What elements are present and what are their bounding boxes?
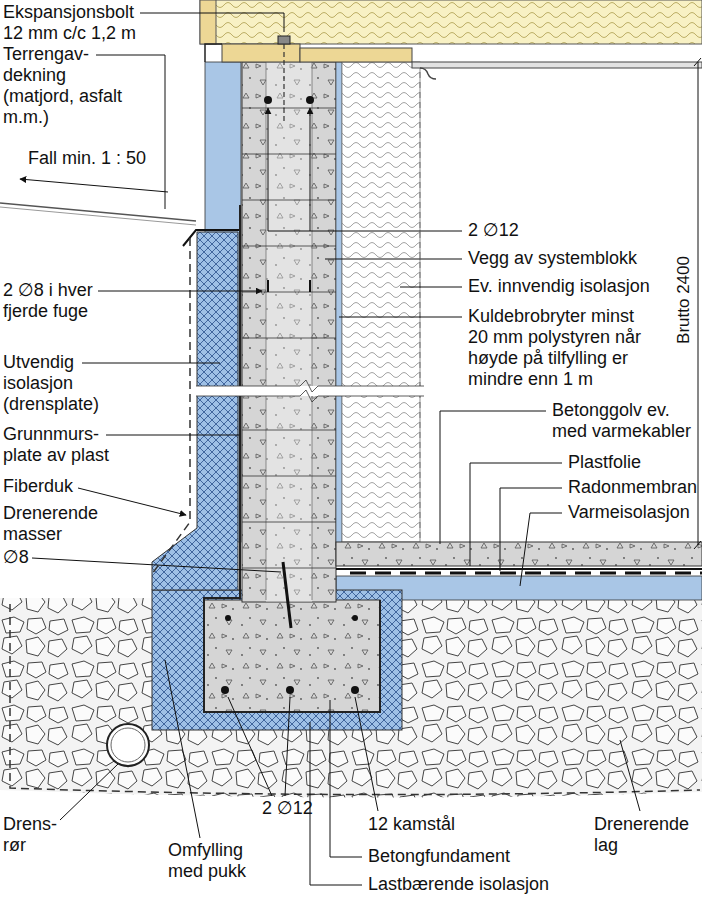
callout-label: Utvendig isolasjon (drensplate) bbox=[3, 352, 123, 415]
dimension-label: Brutto 2400 bbox=[673, 256, 694, 344]
callout-label: Drens- rør bbox=[3, 814, 73, 856]
callout-label: Plastfolie bbox=[568, 452, 641, 473]
callout-label: Ekspansjonsbolt 12 mm c/c 1,2 m bbox=[3, 2, 148, 44]
callout-label: 2 ∅12 bbox=[468, 220, 519, 241]
break-line bbox=[196, 380, 424, 402]
callout-label: Terrengav- dekning (matjord, asfalt m.m.… bbox=[3, 44, 138, 128]
callout-label: Drenerende masser bbox=[3, 503, 113, 545]
leader-lines bbox=[20, 13, 640, 885]
floor-slab bbox=[336, 542, 702, 573]
callout-label: Lastbærende isolasjon bbox=[368, 874, 549, 895]
gravel-layer bbox=[0, 598, 702, 798]
block-wall bbox=[242, 62, 336, 602]
callout-label: Drenerende lag bbox=[594, 814, 699, 856]
callout-label: Grunnmurs- plate av plast bbox=[3, 424, 115, 466]
timber-floor bbox=[200, 0, 702, 124]
interior-insulation bbox=[336, 62, 420, 546]
callout-label: Radonmembran bbox=[568, 477, 697, 498]
callout-label: Kuldebrobryter minst 20 mm polystyren nå… bbox=[468, 306, 655, 390]
callout-label: Betonggolv ev. med varmekabler bbox=[552, 400, 697, 442]
callout-label: Fall min. 1 : 50 bbox=[28, 148, 146, 169]
callout-label: Fiberduk bbox=[3, 476, 73, 497]
callout-label: Betongfundament bbox=[368, 846, 510, 867]
callout-label: Vegg av systemblokk bbox=[468, 248, 637, 269]
callout-label: Ev. innvendig isolasjon bbox=[468, 276, 650, 297]
callout-label: 12 kamstål bbox=[368, 814, 455, 835]
callout-label: Omfylling med pukk bbox=[168, 840, 268, 882]
callout-label: 2 ∅12 bbox=[262, 798, 313, 819]
rebar bbox=[221, 96, 359, 694]
concrete-footing bbox=[204, 600, 380, 712]
insulation bbox=[152, 576, 702, 730]
dimension-line bbox=[694, 58, 701, 549]
terrain bbox=[0, 203, 700, 795]
callout-label: 2 ∅8 i hver fjerde fuge bbox=[3, 280, 108, 322]
callout-label: ∅8 bbox=[3, 547, 29, 568]
callout-label: Varmeisolasjon bbox=[568, 502, 690, 523]
